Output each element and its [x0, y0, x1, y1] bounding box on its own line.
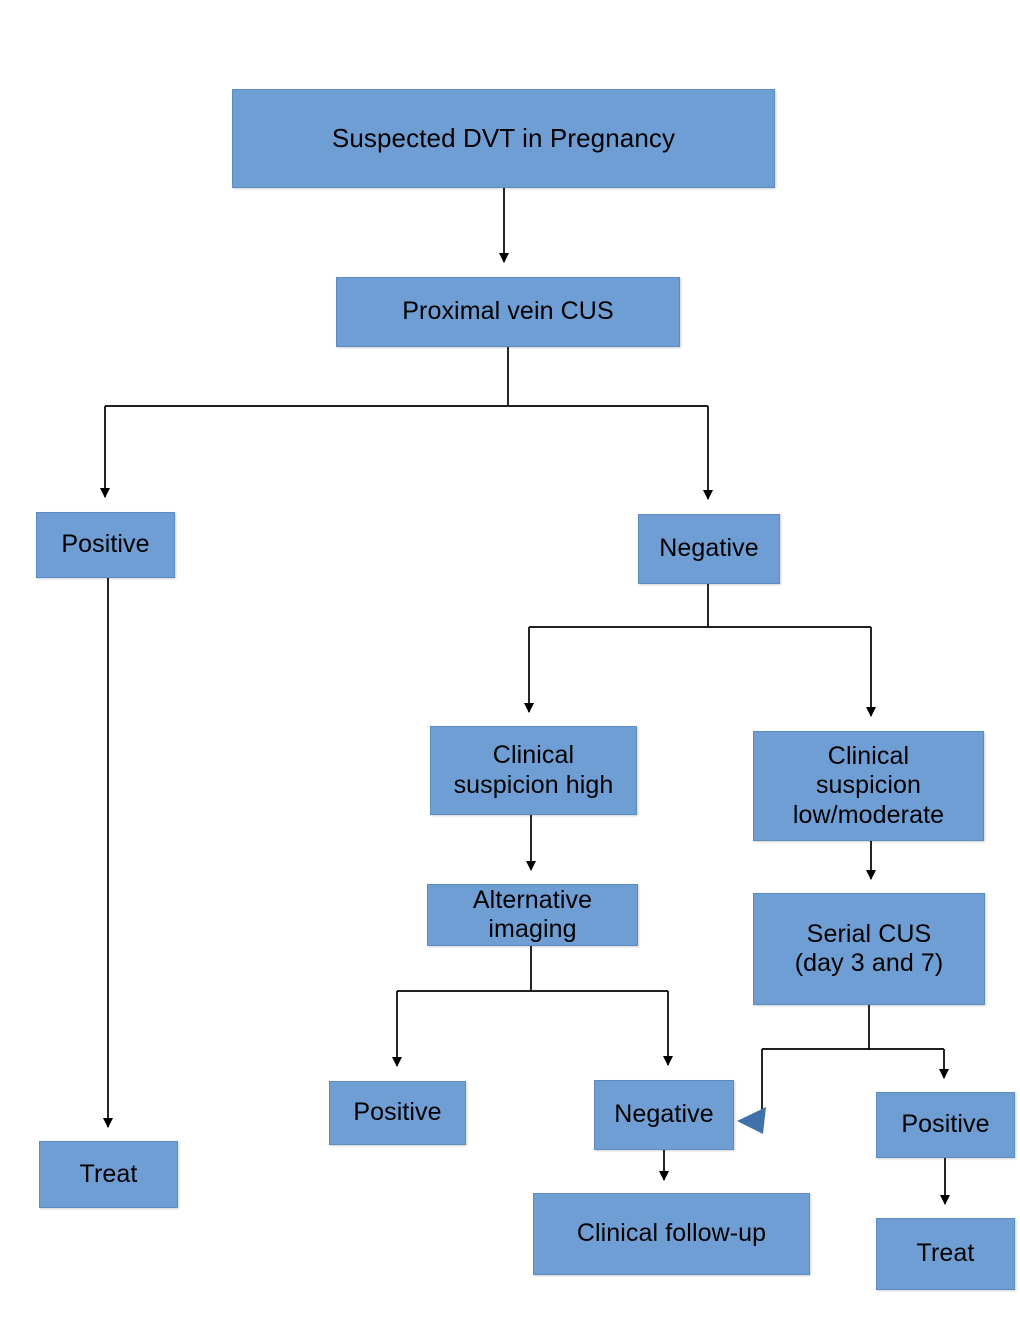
node-alternative-imaging[interactable]: Alternative imaging: [427, 884, 638, 946]
node-clinical-suspicion-low-moderate[interactable]: Clinical suspicion low/moderate: [753, 731, 984, 841]
node-treat-right[interactable]: Treat: [876, 1218, 1015, 1290]
node-treat-left[interactable]: Treat: [39, 1141, 178, 1208]
node-serial-cus-positive[interactable]: Positive: [876, 1092, 1015, 1158]
node-cus-positive[interactable]: Positive: [36, 512, 175, 578]
node-clinical-suspicion-high[interactable]: Clinical suspicion high: [430, 726, 637, 815]
node-proximal-vein-cus[interactable]: Proximal vein CUS: [336, 277, 680, 347]
node-clinical-follow-up[interactable]: Clinical follow-up: [533, 1193, 810, 1275]
node-alt-imaging-negative[interactable]: Negative: [594, 1080, 734, 1150]
node-alt-imaging-positive[interactable]: Positive: [329, 1081, 466, 1145]
node-serial-cus[interactable]: Serial CUS (day 3 and 7): [753, 893, 985, 1005]
node-cus-negative[interactable]: Negative: [638, 514, 780, 584]
node-suspected-dvt[interactable]: Suspected DVT in Pregnancy: [232, 89, 775, 188]
blue-arrowhead-icon: [737, 1107, 766, 1134]
